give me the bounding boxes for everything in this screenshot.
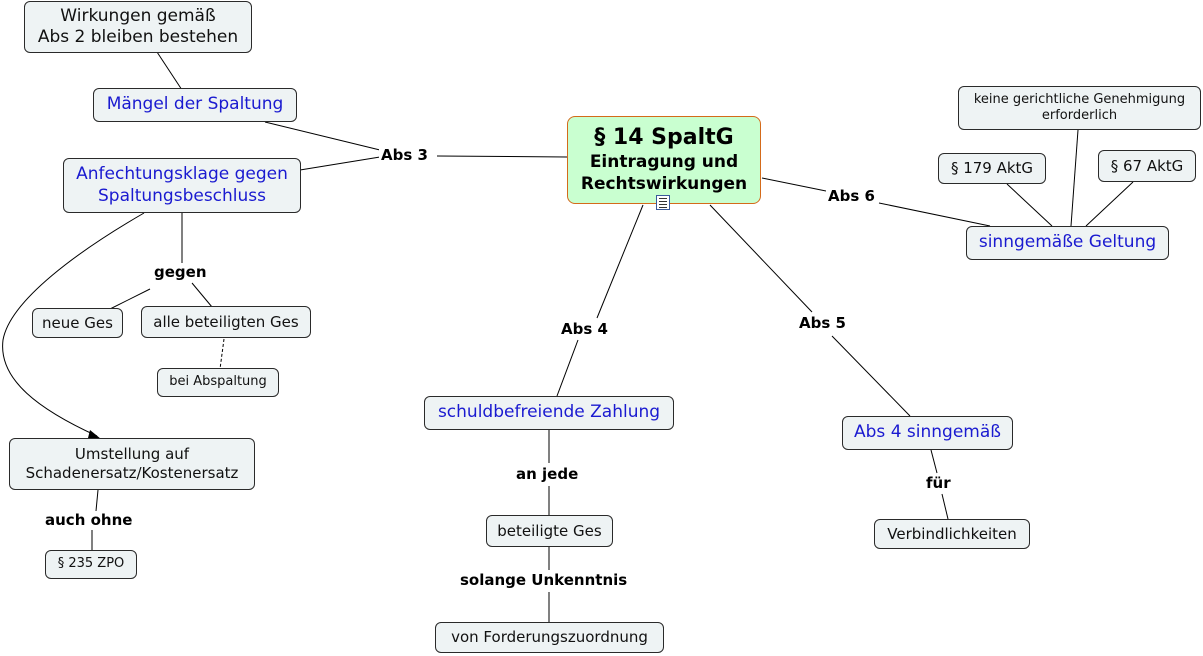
label-fuer: für [924, 474, 953, 492]
central-topic-line3: Rechtswirkungen [580, 173, 748, 194]
link-anfechtung-umstellung [2, 212, 145, 437]
node-wirkungen-line1: Wirkungen gemäß [60, 5, 216, 26]
node-zpo[interactable]: § 235 ZPO [45, 550, 137, 579]
node-alle-beteiligten-text: alle beteiligten Ges [153, 312, 299, 331]
central-topic[interactable]: § 14 SpaltG Eintragung und Rechtswirkung… [567, 116, 761, 210]
node-bei-abspaltung[interactable]: bei Abspaltung [157, 368, 279, 397]
link-alle-abspaltung [219, 338, 225, 370]
node-maengel[interactable]: Mängel der Spaltung [93, 88, 297, 122]
node-keine-genehmigung[interactable]: keine gerichtliche Genehmigung erforderl… [958, 86, 1201, 130]
node-abs4-sinngemaess-text: Abs 4 sinngemäß [854, 422, 1001, 443]
label-auch-ohne: auch ohne [43, 511, 135, 529]
node-abs4-sinngemaess[interactable]: Abs 4 sinngemäß [842, 416, 1013, 450]
node-forderungszuordnung[interactable]: von Forderungszuordnung [435, 622, 664, 653]
link-maengel-wirkungen [156, 51, 183, 91]
link-root-abs6 [761, 177, 827, 192]
node-umstellung[interactable]: Umstellung auf Schadenersatz/Kostenersat… [9, 438, 255, 490]
node-neue-ges[interactable]: neue Ges [32, 308, 123, 338]
node-wirkungen-line2: Abs 2 bleiben bestehen [37, 27, 239, 47]
node-keine-genehmigung-line1: keine gerichtliche Genehmigung [973, 91, 1186, 107]
node-sinngemaesse-geltung-text: sinngemäße Geltung [978, 232, 1157, 253]
node-aktg67[interactable]: § 67 AktG [1098, 150, 1196, 182]
label-solange-unkenntnis: solange Unkenntnis [458, 571, 630, 589]
link-geltung-aktg179 [1006, 183, 1053, 227]
label-an-jede: an jede [514, 465, 581, 483]
node-verbindlichkeiten-text: Verbindlichkeiten [887, 524, 1017, 543]
link-root-abs4 [596, 204, 644, 319]
node-keine-genehmigung-line2: erforderlich [1041, 108, 1118, 123]
label-abs5: Abs 5 [797, 314, 848, 332]
node-alle-beteiligten[interactable]: alle beteiligten Ges [141, 306, 311, 338]
central-topic-line2: Eintragung und [589, 151, 739, 172]
link-abs4-schuld [556, 339, 579, 397]
link-umstellung-auchohne [95, 489, 99, 512]
node-anfechtung[interactable]: Anfechtungsklage gegen Spaltungsbeschlus… [63, 158, 301, 213]
node-verbindlichkeiten[interactable]: Verbindlichkeiten [874, 519, 1030, 549]
node-sinngemaesse-geltung[interactable]: sinngemäße Geltung [966, 226, 1169, 260]
node-schuldbefreiende[interactable]: schuldbefreiende Zahlung [424, 396, 674, 430]
label-abs4: Abs 4 [559, 320, 610, 338]
link-sinngemaess-fuer [930, 449, 938, 474]
link-geltung-keine [1070, 129, 1079, 227]
node-bei-abspaltung-text: bei Abspaltung [169, 374, 267, 390]
node-beteiligte-ges-text: beteiligte Ges [497, 521, 602, 540]
link-root-abs5 [709, 204, 813, 313]
node-aktg179-text: § 179 AktG [950, 159, 1034, 178]
node-anfechtung-line2: Spaltungsbeschluss [97, 185, 267, 206]
node-schuldbefreiende-text: schuldbefreiende Zahlung [437, 402, 661, 423]
node-anfechtung-line1: Anfechtungsklage gegen [76, 164, 288, 185]
node-neue-ges-text: neue Ges [42, 313, 113, 332]
node-aktg67-text: § 67 AktG [1110, 156, 1184, 175]
node-umstellung-line2: Schadenersatz/Kostenersatz [25, 464, 239, 482]
note-icon[interactable] [656, 195, 670, 210]
link-abs6-geltung [878, 202, 991, 227]
node-zpo-text: § 235 ZPO [57, 556, 125, 572]
node-wirkungen[interactable]: Wirkungen gemäß Abs 2 bleiben bestehen [24, 1, 252, 53]
link-abs3-anfechtung [299, 156, 381, 171]
label-abs6: Abs 6 [826, 187, 877, 205]
link-geltung-aktg67 [1085, 181, 1134, 227]
link-gegen-neue [109, 288, 151, 310]
node-aktg179[interactable]: § 179 AktG [938, 153, 1046, 184]
link-root-abs3 [436, 155, 568, 158]
node-forderungszuordnung-text: von Forderungszuordnung [451, 628, 648, 647]
label-abs3: Abs 3 [379, 146, 430, 164]
link-abs3-maengel [264, 121, 381, 151]
node-maengel-text: Mängel der Spaltung [106, 94, 284, 115]
arrow-head [88, 430, 101, 439]
node-umstellung-line1: Umstellung auf [74, 445, 190, 464]
node-beteiligte-ges[interactable]: beteiligte Ges [486, 515, 613, 547]
central-topic-title: § 14 SpaltG [594, 125, 734, 151]
link-gegen-alle [191, 282, 213, 308]
link-abs5-sinngemaess [831, 335, 911, 417]
label-gegen: gegen [152, 263, 209, 281]
link-fuer-verbindlichkeiten [941, 493, 949, 520]
